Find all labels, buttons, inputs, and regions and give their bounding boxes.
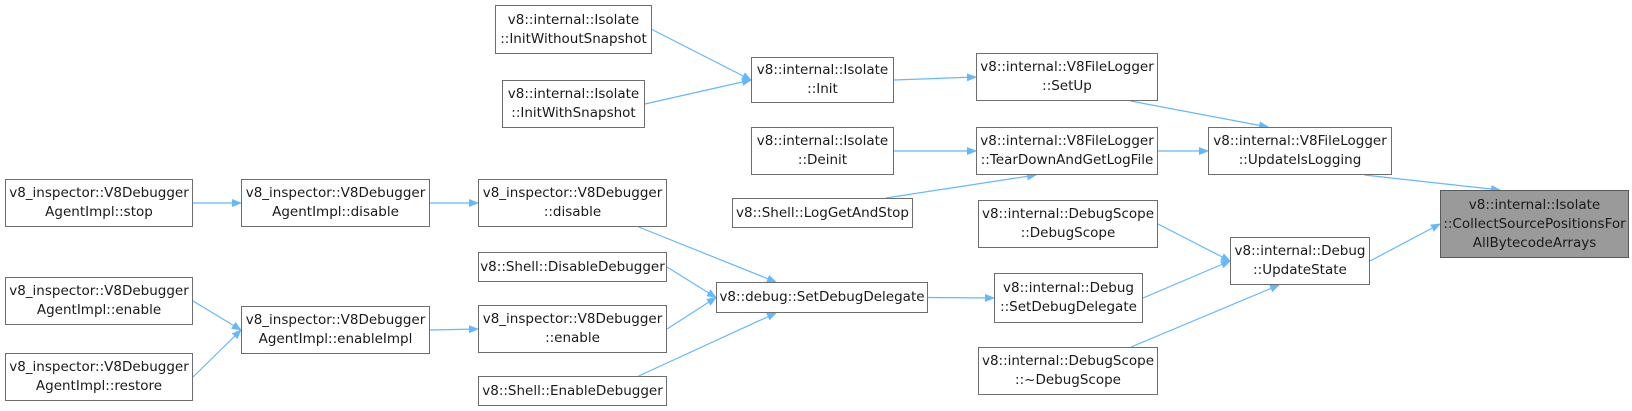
- node-label-line: v8_inspector::V8Debugger: [9, 283, 189, 299]
- node-label-line: ::Deinit: [797, 152, 848, 168]
- node-label-line: AgentImpl::restore: [35, 378, 163, 394]
- node-label-line: v8::internal::Isolate: [1468, 196, 1601, 213]
- node-label-line: v8::internal::Isolate: [756, 133, 889, 149]
- node-label-line: v8::Shell::DisableDebugger: [480, 258, 665, 275]
- node-label-line: v8::internal::Debug: [1234, 243, 1366, 259]
- node-label-line: v8_inspector::V8Debugger: [9, 185, 189, 201]
- edge-setdebugdelegate-to-debug-setdebugdelegate: [927, 293, 995, 302]
- edge-agent-restore-to-agent-enableimpl: [192, 329, 242, 378]
- node-label-line: v8::Shell::LogGetAndStop: [736, 204, 909, 221]
- node-label-line: ::disable: [543, 204, 602, 220]
- edge-isolate-init-to-setup: [893, 73, 977, 82]
- node-label-line: v8::debug::SetDebugDelegate: [719, 289, 925, 305]
- node-label-line: AgentImpl::enableImpl: [258, 331, 413, 347]
- node-label-line: v8::internal::Isolate: [756, 62, 889, 78]
- node-debug-setdebugdelegate[interactable]: v8::internal::Debug::SetDebugDelegate: [994, 273, 1143, 323]
- node-isolate-init[interactable]: v8::internal::Isolate::Init: [751, 57, 894, 103]
- node-label-line: v8_inspector::V8Debugger: [245, 312, 426, 328]
- node-debugscope-ctor[interactable]: v8::internal::DebugScope::DebugScope: [978, 200, 1158, 248]
- node-label-line: ::InitWithSnapshot: [511, 105, 636, 121]
- node-label-line: v8::internal::Isolate: [507, 11, 640, 28]
- node-label-line: AgentImpl::enable: [36, 302, 162, 318]
- node-label-line: ::Init: [807, 81, 838, 97]
- edge-update-is-logging-to-root: [1364, 174, 1501, 193]
- edge-v8debugger-disable-to-setdebugdelegate: [638, 226, 777, 283]
- node-label-line: v8::internal::DebugScope: [981, 206, 1155, 222]
- edge-debugscope-ctor-to-update-state: [1157, 223, 1231, 262]
- node-label-line: ::CollectSourcePositionsFor: [1443, 215, 1626, 232]
- node-setup[interactable]: v8::internal::V8FileLogger::SetUp: [976, 53, 1158, 101]
- node-label-line: v8::internal::V8FileLogger: [1213, 133, 1387, 149]
- node-label-line: ::DebugScope: [1020, 225, 1116, 241]
- node-label-line: v8::internal::V8FileLogger: [980, 133, 1154, 149]
- node-label-line: ::enable: [545, 330, 600, 346]
- node-v8debugger-disable[interactable]: v8_inspector::V8Debugger::disable: [478, 179, 667, 227]
- node-setdebugdelegate[interactable]: v8::debug::SetDebugDelegate: [716, 282, 928, 313]
- node-label-line: v8_inspector::V8Debugger: [482, 185, 663, 201]
- node-label-line: AgentImpl::stop: [45, 204, 153, 220]
- node-label-line: ::SetUp: [1042, 78, 1092, 94]
- node-shell-loggetandstop[interactable]: v8::Shell::LogGetAndStop: [732, 198, 913, 228]
- node-shell-enabledebugger[interactable]: v8::Shell::EnableDebugger: [478, 376, 667, 406]
- edge-init-with-snapshot-to-isolate-init: [644, 78, 752, 105]
- node-init-without-snapshot[interactable]: v8::internal::Isolate::InitWithoutSnapsh…: [495, 5, 652, 54]
- edge-agent-enableimpl-to-v8debugger-enable: [429, 325, 479, 334]
- node-v8debugger-enable[interactable]: v8_inspector::V8Debugger::enable: [478, 305, 667, 353]
- node-label-line: v8::internal::Debug: [1003, 280, 1134, 296]
- node-root: v8::internal::Isolate::CollectSourcePosi…: [1440, 190, 1629, 258]
- node-init-with-snapshot[interactable]: v8::internal::Isolate::InitWithSnapshot: [502, 80, 645, 128]
- node-label-line: v8::internal::Isolate: [507, 86, 640, 102]
- node-label-line: ::TearDownAndGetLogFile: [980, 152, 1154, 168]
- node-label-line: v8_inspector::V8Debugger: [482, 311, 663, 327]
- edge-debugscope-dtor-to-update-state: [1130, 284, 1280, 348]
- edge-shell-loggetandstop-to-teardown: [885, 172, 1037, 199]
- edge-init-without-snapshot-to-isolate-init: [651, 28, 752, 81]
- edge-setup-to-update-is-logging: [1130, 100, 1269, 130]
- node-label-line: ::UpdateIsLogging: [1238, 152, 1362, 168]
- node-label-line: ::InitWithoutSnapshot: [500, 30, 647, 47]
- node-label-line: v8::Shell::EnableDebugger: [482, 382, 663, 399]
- node-label-line: ::SetDebugDelegate: [1000, 299, 1137, 315]
- node-label-line: v8_inspector::V8Debugger: [9, 359, 189, 375]
- edge-shell-disabledebugger-to-setdebugdelegate: [666, 266, 717, 299]
- node-shell-disabledebugger[interactable]: v8::Shell::DisableDebugger: [478, 252, 667, 282]
- edge-debug-setdebugdelegate-to-update-state: [1142, 260, 1231, 299]
- node-label-line: v8::internal::DebugScope: [981, 353, 1155, 369]
- node-label-line: AgentImpl::disable: [272, 204, 399, 220]
- node-label-line: ::UpdateState: [1253, 262, 1347, 278]
- node-isolate-deinit[interactable]: v8::internal::Isolate::Deinit: [751, 127, 894, 175]
- edge-shell-enabledebugger-to-setdebugdelegate: [638, 312, 777, 377]
- node-label-line: v8_inspector::V8Debugger: [245, 185, 426, 201]
- edge-update-state-to-root: [1369, 223, 1441, 262]
- node-debugscope-dtor[interactable]: v8::internal::DebugScope::~DebugScope: [978, 347, 1158, 395]
- node-label-line: v8::internal::V8FileLogger: [980, 59, 1154, 75]
- node-label-line: ::~DebugScope: [1015, 372, 1121, 388]
- node-update-state[interactable]: v8::internal::Debug::UpdateState: [1230, 237, 1370, 285]
- node-label-line: AllBytecodeArrays: [1472, 234, 1597, 251]
- node-update-is-logging[interactable]: v8::internal::V8FileLogger::UpdateIsLogg…: [1208, 127, 1392, 175]
- edge-agent-enable-to-agent-enableimpl: [192, 300, 242, 331]
- node-teardown[interactable]: v8::internal::V8FileLogger::TearDownAndG…: [976, 127, 1158, 175]
- edge-v8debugger-enable-to-setdebugdelegate: [666, 296, 717, 330]
